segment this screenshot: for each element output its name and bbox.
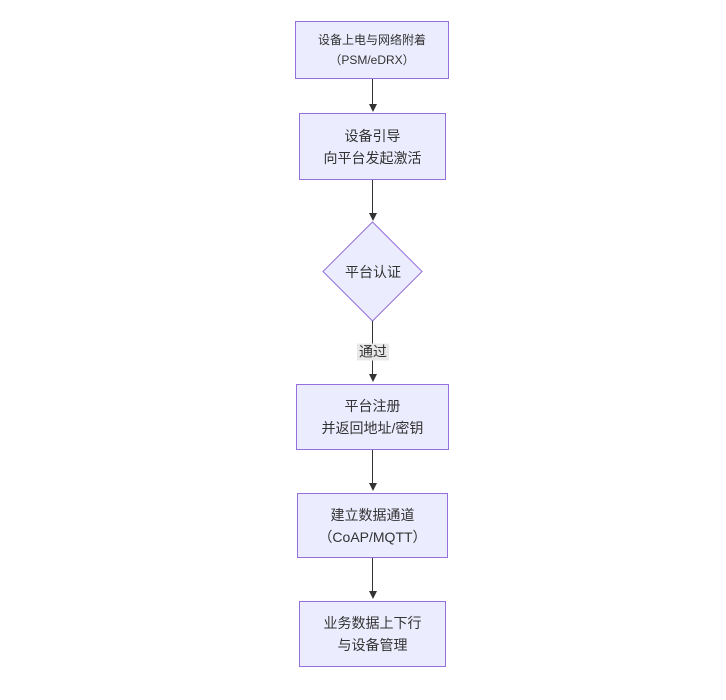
- arrow-down-icon: [368, 213, 377, 221]
- arrow-down-icon: [368, 104, 377, 112]
- node-label-line: 平台注册: [344, 398, 401, 414]
- node-label-line: （PSM/eDRX）: [329, 53, 415, 67]
- node-platform-register: 平台注册 并返回地址/密钥: [296, 384, 449, 450]
- edge-register-to-channel: [368, 450, 377, 491]
- node-label-line: 业务数据上下行: [323, 615, 422, 631]
- node-power-attach: 设备上电与网络附着 （PSM/eDRX）: [295, 21, 449, 79]
- node-data-channel: 建立数据通道 （CoAP/MQTT）: [297, 493, 448, 558]
- node-label-line: 向平台发起激活: [323, 149, 422, 166]
- edge-label-pass: 通过: [357, 343, 389, 361]
- node-label-line: 设备引导: [344, 127, 401, 144]
- node-business-data: 业务数据上下行 与设备管理: [299, 601, 446, 667]
- node-label-line: 平台认证: [345, 263, 401, 280]
- edge-power-to-bootstrap: [368, 79, 377, 112]
- arrow-down-icon: [368, 374, 377, 382]
- edge-line: [372, 558, 373, 591]
- node-label-line: 设备上电与网络附着: [317, 33, 426, 47]
- edge-channel-to-business: [368, 558, 377, 599]
- edge-bootstrap-to-auth: [368, 180, 377, 221]
- edge-line: [372, 180, 373, 213]
- edge-line: [372, 450, 373, 483]
- arrow-down-icon: [368, 591, 377, 599]
- node-label-line: 并返回地址/密钥: [321, 420, 424, 436]
- edge-line: [372, 79, 373, 104]
- node-label-line: （CoAP/MQTT）: [318, 528, 427, 545]
- node-bootstrap-activate: 设备引导 向平台发起激活: [299, 113, 446, 180]
- node-label-line: 与设备管理: [337, 637, 408, 653]
- node-label-line: 建立数据通道: [330, 506, 415, 523]
- arrow-down-icon: [368, 483, 377, 491]
